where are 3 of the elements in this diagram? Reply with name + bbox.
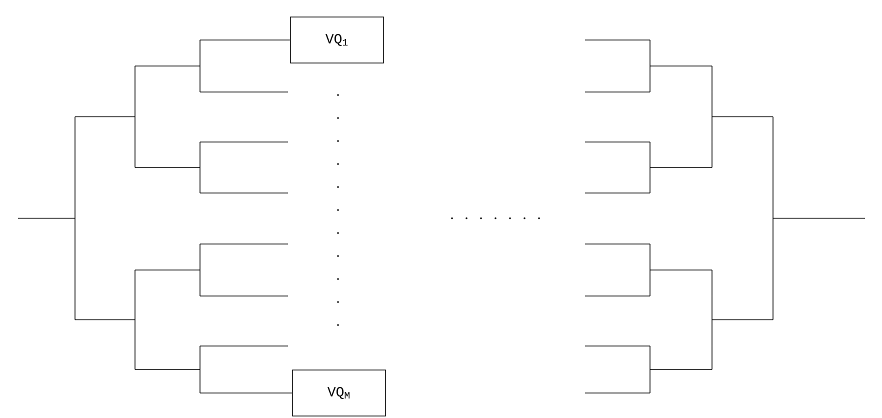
vq-box: VQ$_{1}$ [290,16,384,64]
branch-line [200,392,292,394]
vq-box: VQ$_{M}$ [292,370,386,416]
